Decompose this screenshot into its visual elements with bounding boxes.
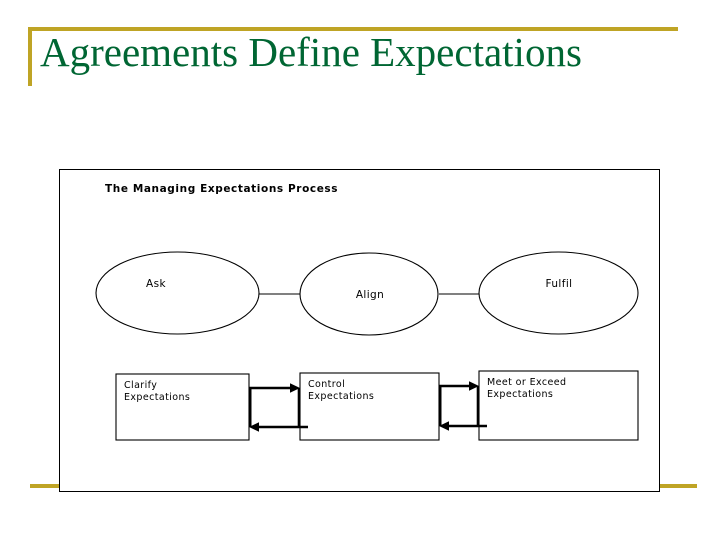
stage-label-fulfil: Fulfil [546, 278, 573, 290]
title-top-rule [28, 27, 678, 31]
action-box-clarify[interactable] [115, 373, 250, 441]
stage-ellipse-align[interactable] [299, 252, 439, 336]
diagram-heading: The Managing Expectations Process [105, 183, 338, 195]
diagram-frame: The Managing Expectations Process Ask Al… [59, 169, 660, 492]
stage-label-align: Align [356, 289, 384, 301]
managing-expectations-diagram: The Managing Expectations Process Ask Al… [95, 183, 639, 441]
page-title: Agreements Define Expectations [40, 29, 582, 75]
footer-left-rule [30, 484, 62, 488]
action-box-meet-line1: Meet or Exceed [487, 377, 566, 388]
action-box-control-line2: Expectations [308, 391, 374, 402]
stage-label-ask: Ask [146, 278, 166, 290]
action-box-control-line1: Control [308, 379, 345, 390]
arrow-control-to-meet-head [469, 381, 479, 391]
arrow-meet-to-control-head [439, 421, 449, 431]
arrow-control-to-clarify-head [249, 422, 259, 432]
action-box-clarify-line2: Expectations [124, 392, 190, 403]
footer-right-rule [659, 484, 697, 488]
stage-ellipse-fulfil[interactable] [478, 251, 639, 335]
action-box-clarify-line1: Clarify [124, 380, 157, 391]
title-left-rule [28, 27, 32, 86]
action-box-control[interactable] [299, 372, 440, 441]
stage-ellipse-ask[interactable] [95, 251, 260, 335]
action-box-meet[interactable] [478, 370, 639, 441]
action-box-meet-line2: Expectations [487, 389, 553, 400]
arrow-clarify-to-control-head [290, 383, 300, 393]
